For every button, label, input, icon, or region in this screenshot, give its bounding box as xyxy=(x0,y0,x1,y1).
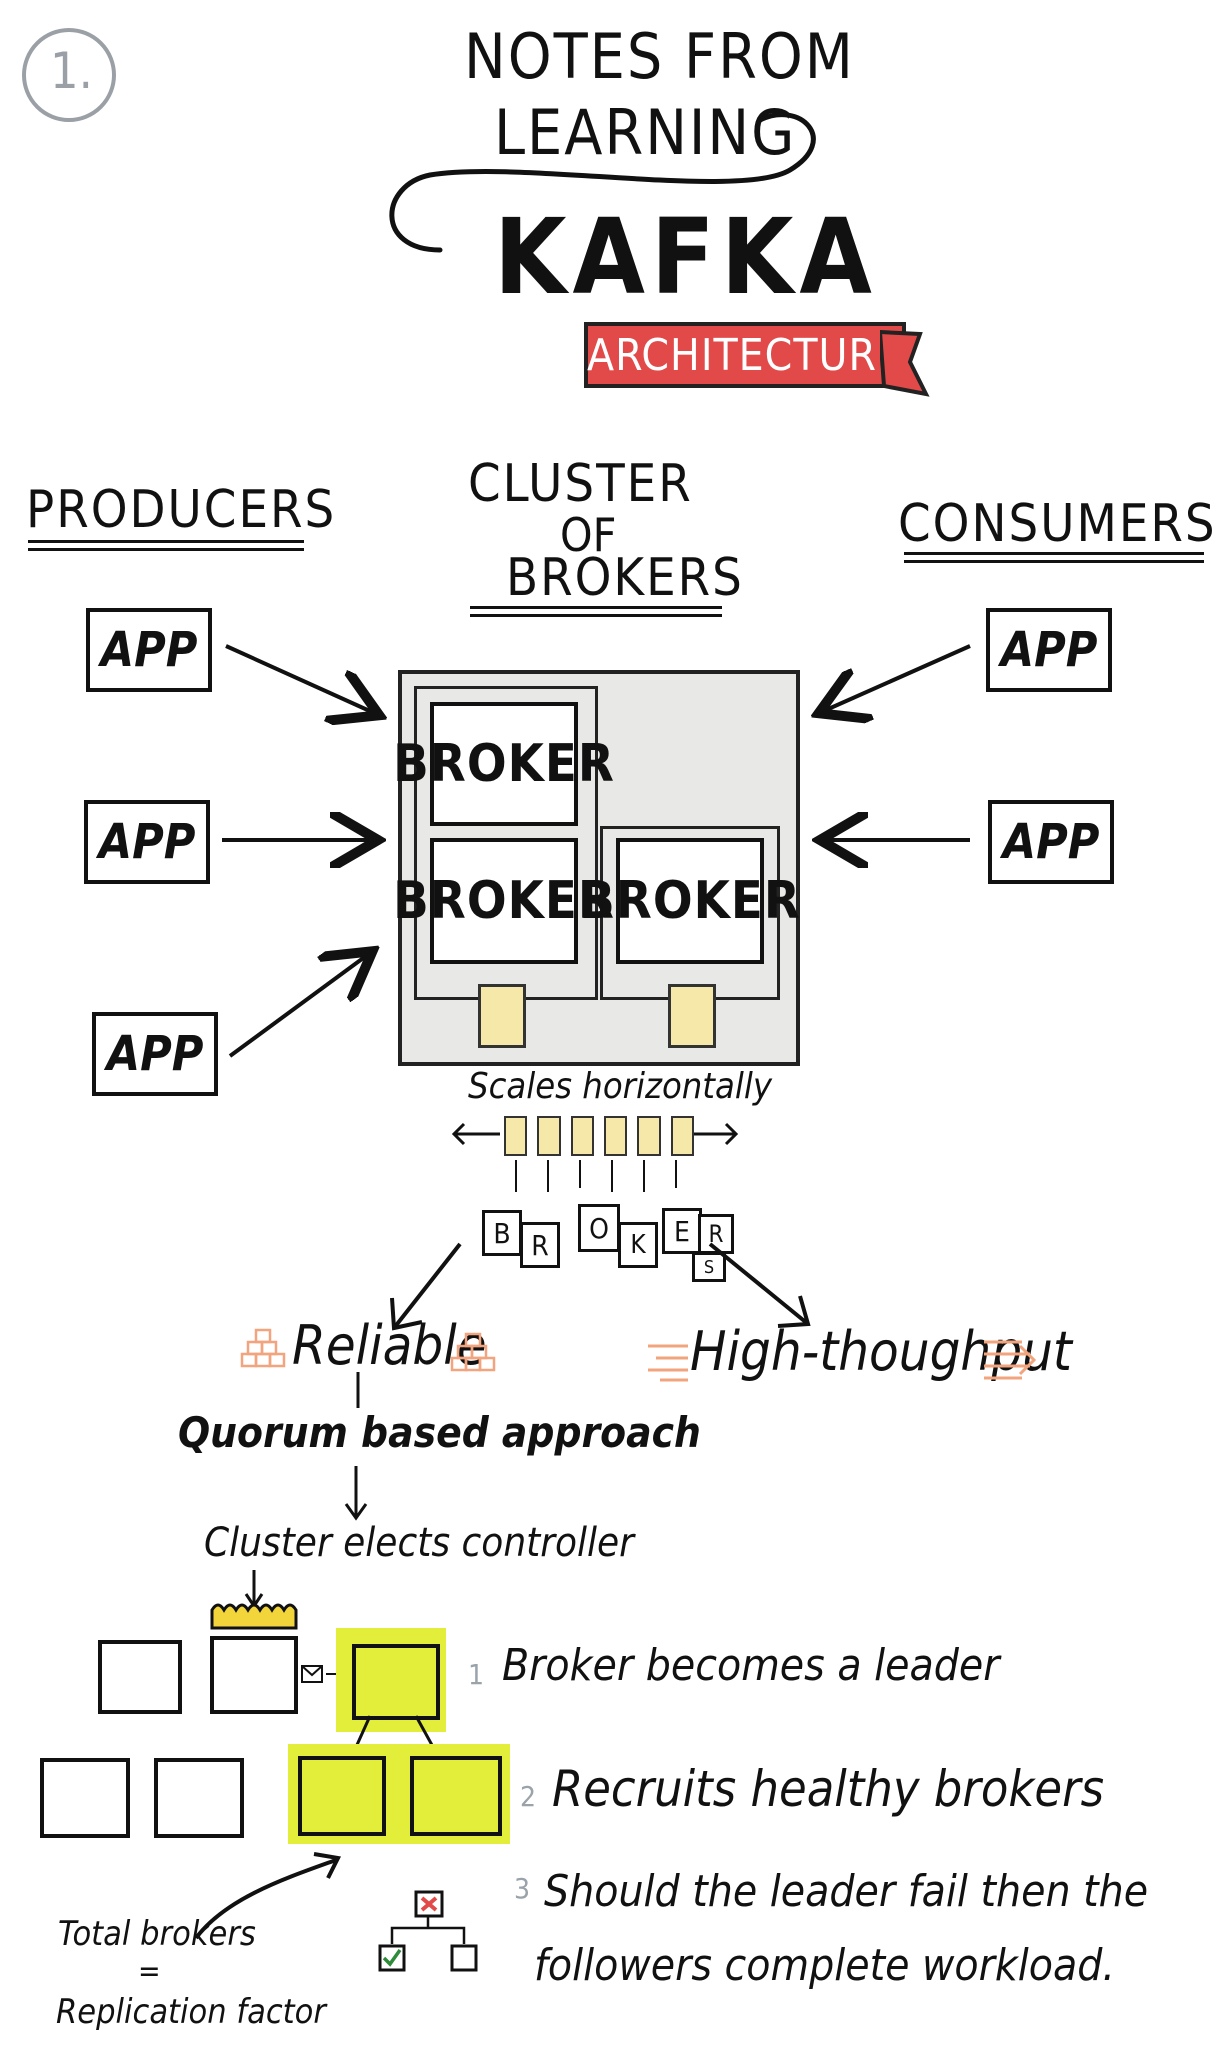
step-number: 3 xyxy=(514,1872,531,1905)
reliable-icon xyxy=(240,1328,286,1368)
server-icon xyxy=(668,984,716,1048)
producers-underline xyxy=(28,540,304,543)
consumers-underline-2 xyxy=(904,560,1204,563)
producer-app: APP xyxy=(86,608,212,692)
throughput-label: High-thoughput xyxy=(690,1320,1072,1383)
producer-app: APP xyxy=(84,800,210,884)
broker-box: BROKER xyxy=(393,838,614,964)
architecture-ribbon: ARCHITECTURE xyxy=(584,322,906,388)
letter-card: S xyxy=(692,1252,726,1282)
scale-arrows xyxy=(451,1122,739,1146)
follower-node xyxy=(410,1756,502,1836)
broker-node xyxy=(98,1640,182,1714)
scales-label: Scales horizontally xyxy=(468,1066,772,1107)
crown-icon xyxy=(210,1603,298,1630)
letter-card: O xyxy=(578,1204,620,1252)
consumers-heading: CONSUMERS xyxy=(898,494,1217,554)
ribbon-tail xyxy=(880,329,930,397)
step-number: 1 xyxy=(468,1658,485,1691)
broker-box: BROKER xyxy=(393,702,614,826)
cluster-underline-2 xyxy=(470,614,722,617)
producers-heading: PRODUCERS xyxy=(26,480,337,540)
split-arrows xyxy=(390,1242,811,1331)
reliable-label: Reliable xyxy=(292,1314,487,1377)
server-drops xyxy=(515,1160,677,1192)
step-text: Recruits healthy brokers xyxy=(552,1760,1105,1818)
producers-underline-2 xyxy=(28,548,304,551)
follower-node xyxy=(298,1756,386,1836)
letter-card: K xyxy=(618,1222,658,1268)
server-row xyxy=(504,1116,694,1156)
failover-tree-icon xyxy=(378,1890,478,1972)
page-number: 1. xyxy=(50,42,93,100)
step-number: 2 xyxy=(520,1780,537,1813)
consumer-app: APP xyxy=(986,608,1112,692)
arrows-layer xyxy=(222,644,971,1058)
letter-card: R xyxy=(520,1222,560,1268)
step-text: followers complete workload. xyxy=(534,1940,1115,1991)
reliable-icon-2 xyxy=(450,1332,496,1372)
header-swirl xyxy=(389,112,816,253)
speed-lines-icon xyxy=(648,1344,688,1382)
step-text: Broker becomes a leader xyxy=(502,1640,1000,1691)
server-icon xyxy=(478,984,526,1048)
header-line1: NOTES FROM xyxy=(464,20,855,93)
brokers-letters: B R O K E R S xyxy=(474,1204,744,1284)
page-title: KAFKA xyxy=(494,196,878,318)
reliable-stem xyxy=(356,1372,360,1408)
consumer-app: APP xyxy=(988,800,1114,884)
header-line2: LEARNING xyxy=(494,96,797,169)
formula-eq: = xyxy=(138,1954,161,1989)
producer-app: APP xyxy=(92,1012,218,1096)
consumers-underline xyxy=(904,552,1204,555)
broker-node xyxy=(40,1758,130,1838)
formula-top: Total brokers xyxy=(58,1914,256,1954)
letter-card: E xyxy=(662,1208,702,1254)
broker-box: BROKER xyxy=(579,838,800,964)
quorum-label: Quorum based approach xyxy=(178,1408,701,1457)
elect-label: Cluster elects controller xyxy=(204,1520,634,1566)
cluster-underline xyxy=(470,606,722,609)
cluster-heading-1: CLUSTER xyxy=(468,454,693,514)
quorum-arrow xyxy=(344,1466,368,1521)
cluster-heading-3: BROKERS xyxy=(506,548,744,608)
controller-node xyxy=(210,1636,298,1714)
fast-arrows-icon xyxy=(984,1340,1037,1380)
cluster-heading-2: OF xyxy=(560,508,617,562)
step-text: Should the leader fail then the xyxy=(544,1866,1149,1917)
formula-bottom: Replication factor xyxy=(56,1992,326,2032)
letter-card: B xyxy=(482,1210,522,1256)
broker-node xyxy=(154,1758,244,1838)
page-number-circle xyxy=(22,28,116,122)
leader-node xyxy=(352,1644,440,1720)
formula-arrow xyxy=(194,1852,341,1940)
